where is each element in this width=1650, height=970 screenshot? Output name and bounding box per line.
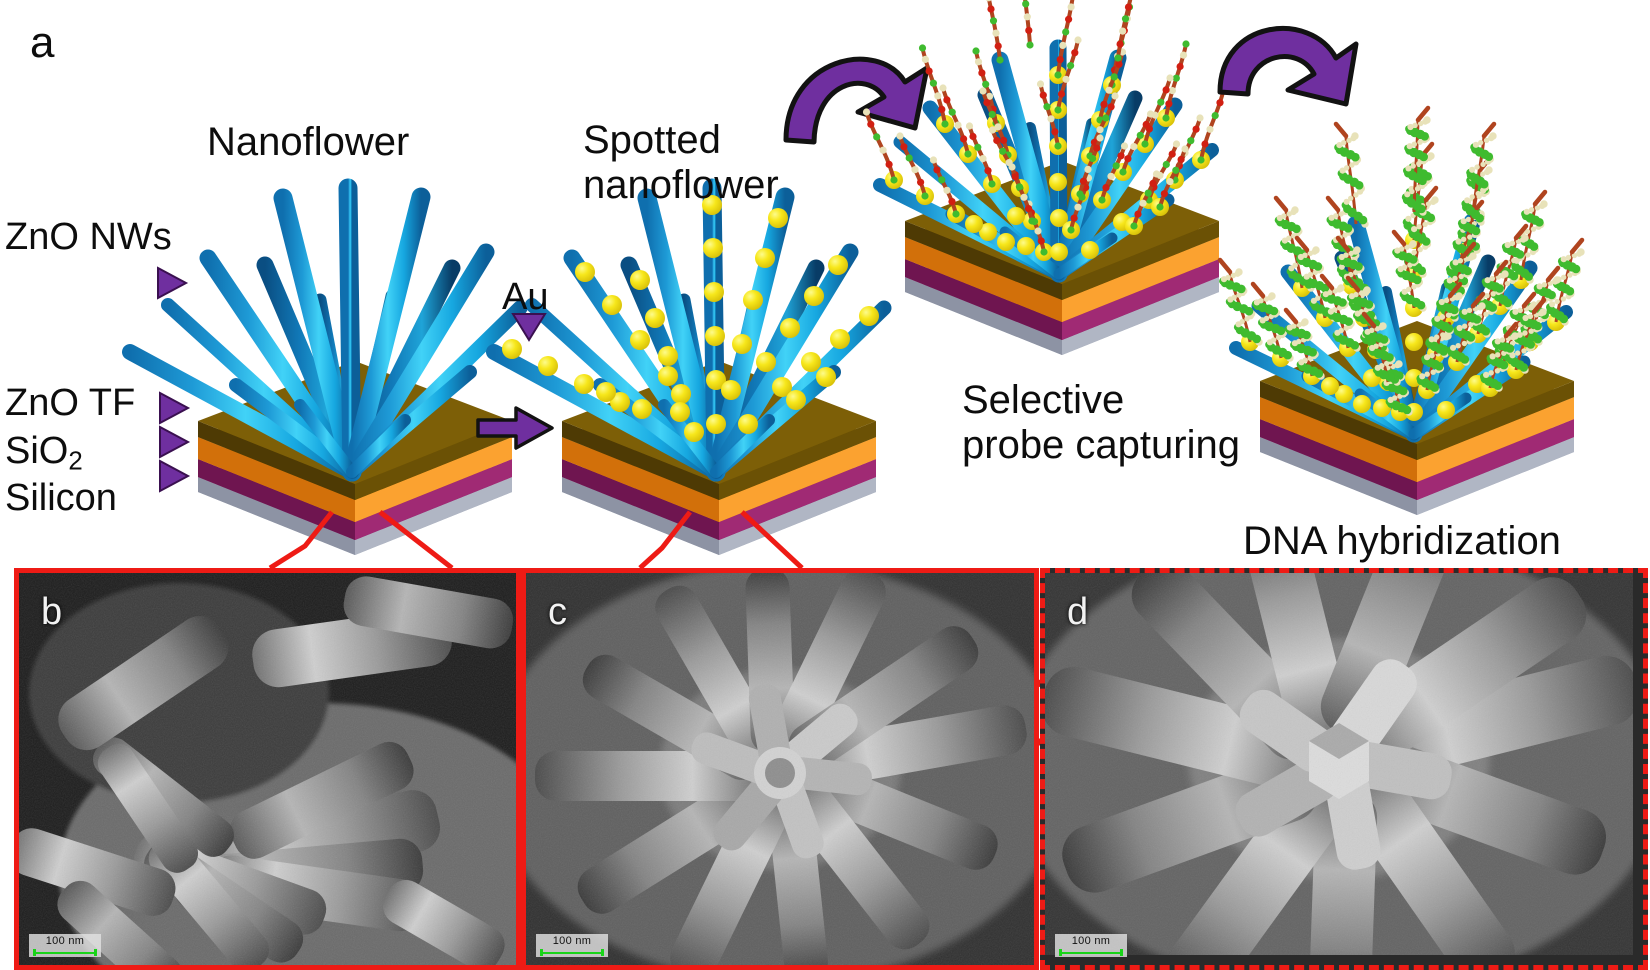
sem-image-b: [19, 573, 516, 965]
substrate-stack-2: [562, 361, 876, 555]
stage-1-nanoflower: [122, 178, 528, 555]
stage-3-probe-capturing: [862, 0, 1228, 355]
step-arrow-3: [1217, 26, 1359, 107]
substrate-stack-3: [905, 161, 1219, 355]
nanowire-cluster-1: [122, 178, 528, 482]
label-spotted-nanoflower: Spotted nanoflower: [583, 118, 779, 207]
label-sio2-subscript: 2: [68, 447, 83, 476]
sio2-pointer: [159, 425, 191, 459]
nanowire-cluster-4: [1229, 203, 1573, 443]
substrate-stack-1: [198, 361, 512, 555]
sem-panel-d-letter: d: [1067, 591, 1089, 633]
substrate-stack-4: [1260, 321, 1574, 515]
sem-panel-c: c 100 nm: [521, 568, 1039, 970]
scalebar-line-c: [540, 949, 604, 956]
nanowire-cluster-3: [873, 39, 1219, 283]
scalebar-line-b: [33, 949, 97, 956]
zno-nws-pointer: [157, 266, 189, 300]
gold-nanoparticles-2: [502, 195, 879, 442]
scalebar-text-d: 100 nm: [1071, 935, 1111, 947]
red-connector-lines: [268, 510, 804, 571]
sem-image-c: [526, 573, 1034, 965]
ssdna-probes-3: [862, 0, 1228, 256]
connector-b: [268, 510, 334, 571]
connector-b2: [378, 510, 454, 570]
label-dna-hybridization: DNA hybridization: [1243, 519, 1561, 563]
label-zno-nws: ZnO NWs: [5, 216, 172, 258]
label-au: Au: [502, 276, 549, 318]
sem-image-d: [1045, 573, 1633, 955]
gold-nanoparticles-4: [1241, 231, 1565, 421]
label-silicon: Silicon: [5, 477, 117, 519]
scalebar-line-d: [1059, 949, 1123, 956]
sem-panel-b-scalebar: 100 nm: [29, 934, 101, 957]
label-sio2: SiO2: [5, 430, 83, 476]
scalebar-text-c: 100 nm: [552, 935, 592, 947]
zno-tf-pointer: [159, 391, 191, 425]
panel-a-letter: a: [30, 18, 55, 67]
step-arrow-1: [476, 406, 554, 450]
scalebar-text-b: 100 nm: [45, 935, 85, 947]
step-arrow-2: [783, 56, 930, 145]
pointer-triangles: [157, 266, 547, 493]
sem-panel-d: d 100 nm: [1040, 568, 1648, 970]
connector-c2: [740, 510, 804, 570]
sem-panel-c-scalebar: 100 nm: [536, 934, 608, 957]
gold-nanoparticles-3: [885, 66, 1210, 261]
nanowire-cluster-2: [486, 178, 892, 482]
sem-panel-b-letter: b: [41, 591, 63, 633]
silicon-pointer: [159, 459, 191, 493]
sem-panel-c-letter: c: [548, 591, 567, 633]
label-sio2-main: SiO: [5, 430, 69, 472]
stage-2-spotted-nanoflower: [486, 178, 892, 555]
stage-4-dna-hybridization: [1217, 105, 1585, 515]
label-zno-tf: ZnO TF: [5, 382, 136, 424]
connector-c: [638, 510, 692, 570]
label-selective-probe-capturing: Selective probe capturing: [962, 378, 1240, 467]
sem-panel-b: b 100 nm: [14, 568, 521, 970]
label-nanoflower: Nanoflower: [207, 120, 410, 164]
dsdna-helices-4: [1217, 105, 1585, 416]
sem-panel-d-scalebar: 100 nm: [1055, 934, 1127, 957]
